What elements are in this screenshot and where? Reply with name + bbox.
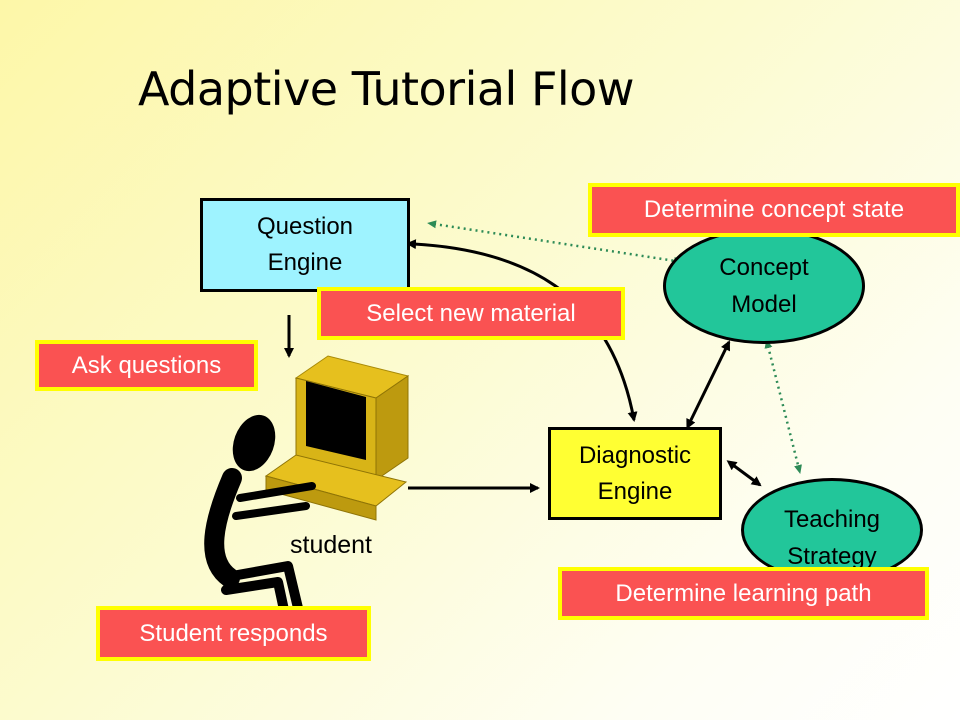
diagnostic-engine-line2: Engine — [597, 477, 673, 505]
label-determine-concept-state: Determine concept state — [588, 183, 960, 237]
label-determine-learning-path: Determine learning path — [558, 567, 929, 620]
concept-model-line2: Model — [731, 291, 797, 318]
diagnostic-engine-line1: Diagnostic — [578, 441, 692, 469]
question-engine-line2: Engine — [267, 249, 343, 276]
slide-title: Adaptive Tutorial Flow — [138, 62, 634, 116]
label-student-responds: Student responds — [96, 606, 371, 661]
teaching-strategy-line1: Teaching — [783, 506, 881, 533]
question-engine-line1: Question — [256, 213, 354, 240]
arrow-diagnostic-concept — [686, 340, 731, 430]
label-select-new-material: Select new material — [317, 287, 625, 340]
teaching-strategy-line2: Strategy — [787, 543, 877, 571]
computer-icon — [264, 355, 410, 521]
arrow-diagnostic-teaching — [726, 460, 762, 487]
concept-model-line1: Concept — [719, 253, 809, 281]
dotted-concept-teaching — [764, 339, 802, 474]
student-figure-icon — [204, 414, 316, 615]
student-label: student — [290, 531, 373, 559]
label-ask-questions: Ask questions — [35, 340, 258, 391]
